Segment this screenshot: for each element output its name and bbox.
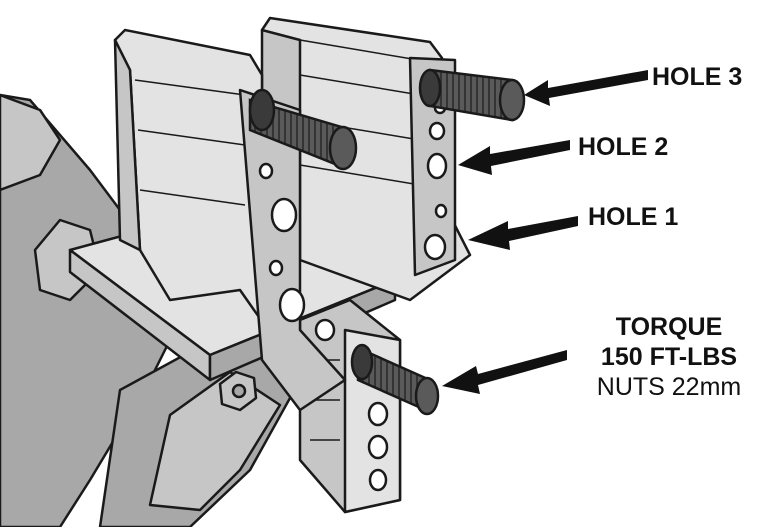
nut-size: NUTS 22mm	[596, 373, 742, 401]
label-hole-3: HOLE 3	[652, 63, 743, 91]
stud-hole-3	[418, 68, 526, 122]
stud-lower-torque	[350, 343, 440, 416]
torque-title: TORQUE	[615, 313, 723, 341]
label-hole-1: HOLE 1	[588, 203, 679, 231]
torque-value: 150 FT-LBS	[600, 343, 738, 371]
arrow-hole-1	[468, 216, 578, 250]
torque-callout: TORQUE 150 FT-LBS NUTS 22mm	[568, 312, 770, 402]
arrow-hole-2	[458, 140, 570, 175]
stud-upper-left	[248, 88, 358, 171]
arrow-hole-3	[524, 70, 648, 106]
hex-bolt	[218, 370, 258, 412]
front-jaw	[113, 28, 347, 412]
label-hole-2: HOLE 2	[578, 133, 669, 161]
arrow-torque	[442, 350, 567, 394]
arrows	[442, 70, 648, 394]
